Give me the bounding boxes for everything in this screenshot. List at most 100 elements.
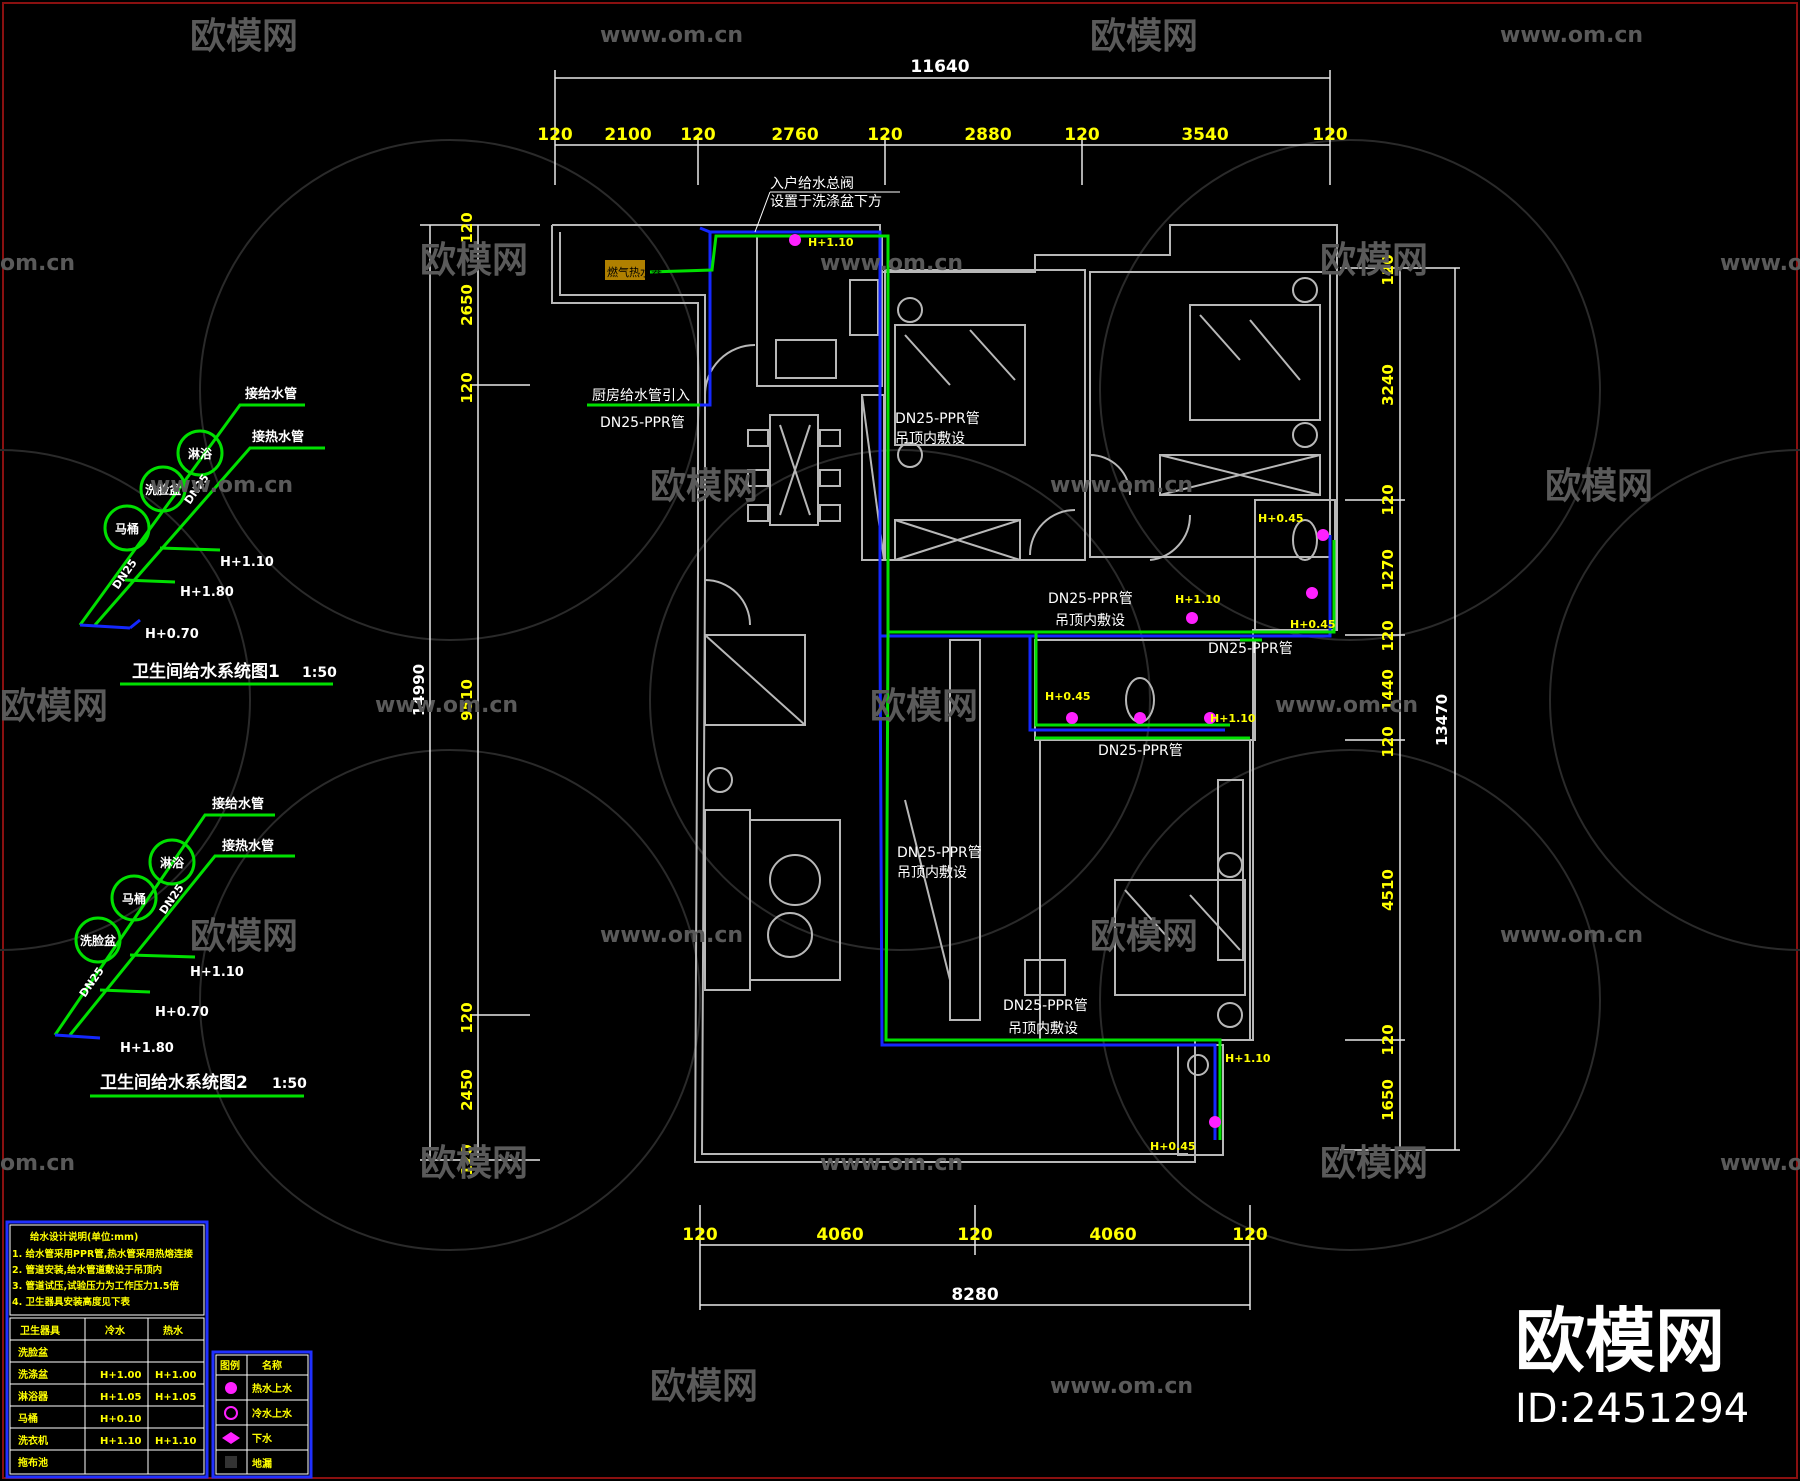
system1-circle-2	[139, 465, 187, 513]
dim-right-seg-9: 1650	[1379, 1079, 1397, 1121]
dim-left-seg-2: 120	[458, 372, 476, 403]
watermarks: 欧模网 欧模网 欧模网 欧模网 欧模网 欧模网 欧模网 欧模网 欧模网 欧模网 …	[0, 16, 1800, 1407]
label-pipe-d: DN25-PPR管	[1098, 743, 1183, 759]
watermark-brand-11: 欧模网	[420, 1143, 528, 1184]
legend-row-3: 下水	[252, 1432, 273, 1445]
watermark-brand-4: 欧模网	[1320, 240, 1428, 281]
dim-top-seg-8: 120	[1312, 125, 1348, 145]
notes-header-2: 冷水	[105, 1324, 126, 1337]
watermark-brand-7: 欧模网	[0, 686, 108, 727]
notes-row-4-hot: H+1.10	[155, 1436, 196, 1447]
system2-circle-1	[148, 838, 196, 886]
dim-right-seg-8: 120	[1379, 1024, 1397, 1055]
label-pipe-e-2: 吊顶内敷设	[897, 865, 967, 881]
watermark-site-15: www.om.cn	[1050, 1374, 1193, 1399]
watermark-brand-6: 欧模网	[1545, 466, 1653, 507]
dim-top-seg-6: 120	[1064, 125, 1100, 145]
gas-water-heater	[605, 260, 645, 280]
dim-right-total: 13470	[1433, 694, 1451, 746]
dim-top-total: 11640	[910, 57, 969, 77]
watermark-site-13: www.om.cn	[820, 1151, 963, 1176]
notes-row-3-name: 马桶	[18, 1412, 38, 1425]
dim-top-seg-1: 2100	[604, 125, 651, 145]
floor-plan-walls	[551, 224, 1338, 1163]
system1-circle-label-2: 洗脸盆	[145, 482, 182, 497]
system-diagram-1: 淋浴 洗脸盆 马桶 接给水管 接热水管 H+1.10 H+1.80 H+0.70…	[78, 386, 337, 686]
watermark-site-3: www.om.cn	[820, 251, 963, 276]
legend-hot-symbol	[225, 1382, 237, 1394]
system1-scale: 1:50	[302, 665, 337, 681]
legend-row-1: 热水上水	[252, 1382, 293, 1395]
label-kitchen-feed: 厨房给水管引入	[592, 388, 690, 404]
dim-top-seg-7: 3540	[1181, 125, 1228, 145]
label-kitchen-pipe: DN25-PPR管	[600, 415, 685, 431]
notes-row-1-hot: H+1.00	[155, 1370, 196, 1381]
system1-circle-label-3: 马桶	[115, 521, 139, 536]
fixture-label-8: H+0.45	[1150, 1140, 1196, 1153]
watermark-id: ID:2451294	[1515, 1386, 1749, 1432]
dim-right-seg-4: 120	[1379, 620, 1397, 651]
system2-title: 卫生间给水系统图2	[100, 1072, 248, 1093]
system2-circle-2	[110, 874, 158, 922]
dim-bottom-seg-4: 120	[1232, 1225, 1268, 1245]
dim-left-seg-1: 2650	[458, 284, 476, 326]
system1-top-label: 接给水管	[245, 386, 297, 402]
dim-bottom-seg-0: 120	[682, 1225, 718, 1245]
system2-height-3: H+1.80	[120, 1041, 174, 1056]
system1-title: 卫生间给水系统图1	[132, 661, 280, 682]
fixture-label-2: H+0.45	[1258, 512, 1304, 525]
notes-line-3: 3. 管道试压,试验压力为工作压力1.5倍	[12, 1280, 179, 1292]
watermark-site-1: www.om.cn	[600, 23, 743, 48]
notes-header-3: 热水	[163, 1324, 184, 1337]
dim-right-seg-1: 3240	[1379, 364, 1397, 406]
dim-right-seg-7: 4510	[1379, 869, 1397, 911]
dim-text-left: 14990 120 2650 120 9510 120 2450 120	[410, 212, 476, 1175]
dim-text-bottom: 120 4060 120 4060 120 8280	[682, 1225, 1268, 1305]
legend-drain-symbol	[222, 1432, 240, 1444]
system2-top-label: 接给水管	[212, 796, 264, 812]
fixture-label-4: H+1.10	[1175, 593, 1221, 606]
notes-row-2-cold: H+1.05	[100, 1392, 141, 1403]
label-main-valve: 入户给水总阀	[770, 175, 854, 192]
fixture-label-1: H+1.10	[808, 236, 854, 249]
label-pipe-e: DN25-PPR管	[897, 845, 982, 861]
watermark-site-4: om.cn	[0, 251, 75, 276]
dim-left-seg-4: 120	[458, 1002, 476, 1033]
watermark-brand-13: 欧模网	[650, 1366, 758, 1407]
system2-height-1: H+1.10	[190, 965, 244, 980]
watermark-brand-3: 欧模网	[420, 240, 528, 281]
label-pipe-a: DN25-PPR管	[895, 411, 980, 427]
notes-row-1-name: 洗涤盆	[18, 1368, 49, 1381]
notes-row-1-cold: H+1.00	[100, 1370, 141, 1381]
dim-text-right: 13470 120 3240 120 1270 120 1440 120 451…	[1379, 254, 1451, 1121]
notes-line-2: 2. 管道安装,给水管道敷设于吊顶内	[12, 1264, 162, 1276]
watermark-brand-large: 欧模网	[1515, 1300, 1725, 1382]
dim-left-total: 14990	[410, 664, 428, 716]
watermark-site-9: www.om.cn	[1275, 693, 1418, 718]
notes-row-3-cold: H+0.10	[100, 1414, 141, 1425]
dim-bottom-total: 8280	[951, 1285, 998, 1305]
dim-top-seg-4: 120	[867, 125, 903, 145]
watermark-site-14: www.om.cn	[1720, 1151, 1800, 1176]
label-pipe-c: DN25-PPR管	[1208, 641, 1293, 657]
dim-bottom-seg-2: 120	[957, 1225, 993, 1245]
pipe-hot-green	[587, 234, 1336, 1140]
watermark-site-6: www.om.cn	[150, 473, 293, 498]
watermark-site-2: www.om.cn	[1500, 23, 1643, 48]
fixture-points	[789, 234, 1329, 1128]
notes-row-0-name: 洗脸盆	[18, 1346, 49, 1359]
dim-right-seg-0: 120	[1379, 254, 1397, 285]
watermark-brand-1: 欧模网	[190, 16, 298, 57]
legend-floor-drain-symbol	[225, 1456, 237, 1468]
system1-pipe-1: DN25	[110, 557, 140, 592]
label-pipe-b-2: 吊顶内敷设	[1055, 613, 1125, 629]
label-main-valve-2: 设置于洗涤盆下方	[770, 194, 882, 210]
watermark-brand-5: 欧模网	[650, 466, 758, 507]
notes-row-2-hot: H+1.05	[155, 1392, 196, 1403]
watermark-site-7: www.om.cn	[1050, 473, 1193, 498]
system2-circle-label-1: 淋浴	[160, 855, 185, 870]
system2-height-2: H+0.70	[155, 1005, 209, 1020]
fixture-label-7: H+1.10	[1225, 1052, 1271, 1065]
